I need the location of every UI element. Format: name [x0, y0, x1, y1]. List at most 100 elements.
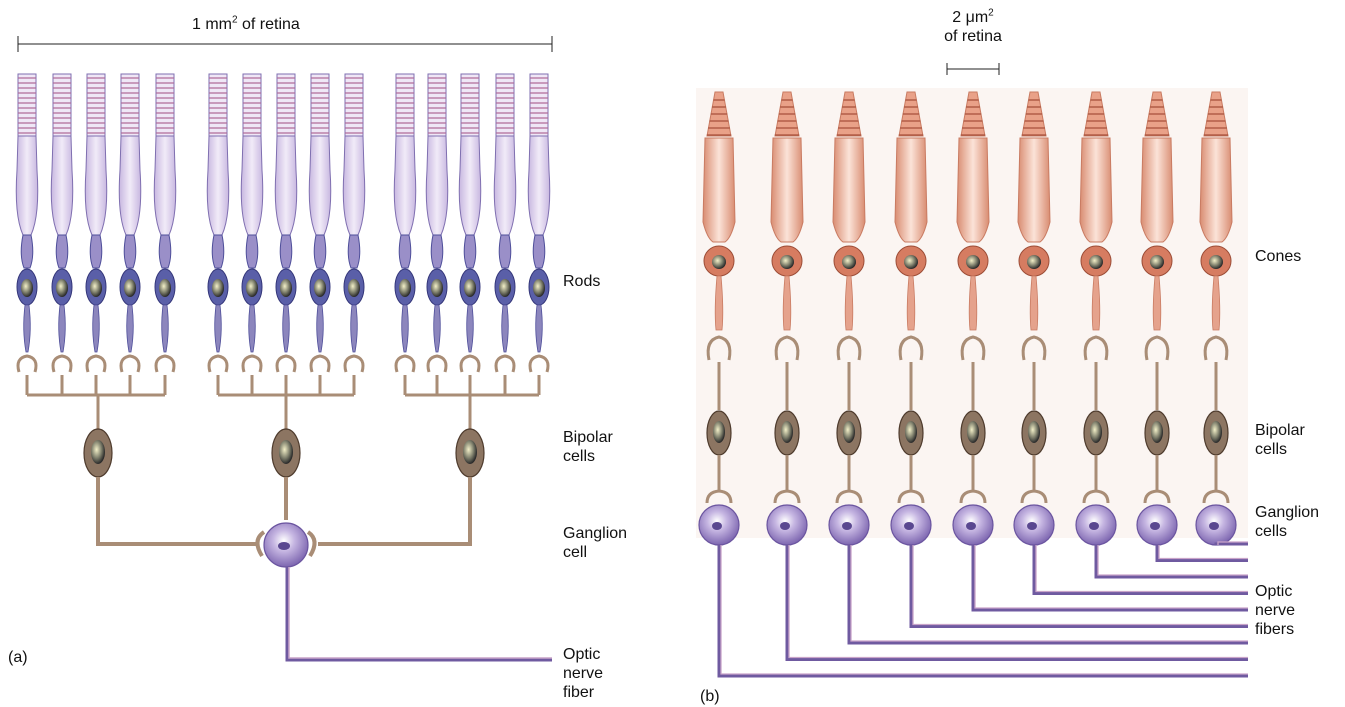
rod-terminal: [156, 356, 174, 372]
rod-terminal: [496, 356, 514, 372]
rod-neck: [348, 235, 360, 268]
panel-b-scale-line2: of retina: [927, 27, 1019, 46]
panel-b-bipolar-line2: cells: [1255, 440, 1305, 459]
panel-a-ganglion-label: Ganglion cell: [563, 524, 627, 562]
rod-inner-segment: [309, 136, 331, 235]
rod-terminal: [87, 356, 105, 372]
optic-nerve-fiber: [287, 567, 552, 660]
rod-inner-segment: [85, 136, 107, 235]
rod-nucleus: [464, 279, 476, 297]
rod-terminal: [461, 356, 479, 372]
panel-b-ganglion-line2: cells: [1255, 522, 1319, 541]
rod-terminal: [277, 356, 295, 372]
ganglion-nucleus: [278, 542, 290, 550]
panel-b-bipolar-label: Bipolar cells: [1255, 421, 1305, 459]
rod-nucleus: [533, 279, 545, 297]
panel-a-optic-label: Optic nerve fiber: [563, 645, 603, 702]
panel-a-scale-text: 1 mm: [192, 16, 232, 33]
optic-nerve-fiber-highlight: [289, 567, 552, 658]
rods-label: Rods: [563, 272, 600, 291]
rod-axon: [93, 305, 100, 352]
panel-b-scale-label: 2 μm2 of retina: [927, 8, 1019, 46]
cone-nucleus: [1209, 255, 1223, 269]
panel-b-bipolar-line1: Bipolar: [1255, 421, 1305, 440]
bipolar-axon-left: [98, 477, 256, 544]
rod-terminal: [530, 356, 548, 372]
cone-axon: [715, 276, 723, 330]
bipolar-nucleus: [967, 421, 979, 443]
ganglion-dendrite-left: [257, 532, 264, 556]
rod-cell: [241, 74, 263, 395]
panel-a-bipolar-line1: Bipolar: [563, 428, 613, 447]
rod-terminal: [53, 356, 71, 372]
rod-cell: [207, 74, 229, 395]
panel-a-bipolar-label: Bipolar cells: [563, 428, 613, 466]
optic-nerve-fiber-highlight: [1036, 545, 1248, 592]
ganglion-nucleus: [1209, 522, 1219, 530]
rod-neck: [431, 235, 443, 268]
rod-inner-segment: [343, 136, 365, 235]
rod-nucleus: [21, 279, 33, 297]
cone-axon: [1092, 276, 1100, 330]
cone-inner-segment: [1200, 138, 1232, 242]
cone-inner-segment: [895, 138, 927, 242]
rod-axon: [249, 305, 256, 352]
rod-cell: [394, 74, 416, 395]
rod-nucleus: [431, 279, 443, 297]
rod-axon: [283, 305, 290, 352]
cone-nucleus: [842, 255, 856, 269]
rod-axon: [536, 305, 543, 352]
rod-neck: [499, 235, 511, 268]
rod-axon: [351, 305, 358, 352]
rod-cell: [309, 74, 331, 395]
rod-axon: [434, 305, 441, 352]
panel-a-rods: [16, 36, 552, 660]
cone-inner-segment: [771, 138, 803, 242]
rod-neck: [399, 235, 411, 268]
panel-a-ganglion-line2: cell: [563, 543, 627, 562]
panel-b-ganglion-label: Ganglion cells: [1255, 503, 1319, 541]
optic-nerve-fiber: [1034, 545, 1248, 594]
panel-a-bipolar-line2: cells: [563, 447, 613, 466]
rod-inner-segment: [459, 136, 481, 235]
rod-cell: [426, 74, 448, 395]
rod-axon: [402, 305, 409, 352]
cone-inner-segment: [703, 138, 735, 242]
panel-b-optic-line2: nerve: [1255, 601, 1295, 620]
bipolar-nucleus: [713, 421, 725, 443]
rod-axon: [162, 305, 169, 352]
rod-neck: [56, 235, 68, 268]
cone-nucleus: [780, 255, 794, 269]
ganglion-nucleus: [904, 522, 914, 530]
ganglion-nucleus: [780, 522, 790, 530]
panel-a-optic-line2: nerve: [563, 664, 603, 683]
rod-neck: [21, 235, 33, 268]
panel-b-optic-line3: fibers: [1255, 620, 1295, 639]
panel-a-optic-line1: Optic: [563, 645, 603, 664]
cone-nucleus: [904, 255, 918, 269]
cone-inner-segment: [1080, 138, 1112, 242]
ganglion-nucleus: [1150, 522, 1160, 530]
bipolar-nucleus: [1028, 421, 1040, 443]
rod-neck: [124, 235, 136, 268]
rod-terminal: [209, 356, 227, 372]
bipolar-nucleus: [279, 440, 293, 464]
cone-nucleus: [966, 255, 980, 269]
rod-cell: [494, 74, 516, 395]
ganglion-nucleus: [712, 522, 722, 530]
optic-nerve-fiber-highlight: [913, 545, 1248, 625]
rod-inner-segment: [275, 136, 297, 235]
bipolar-axon-right: [318, 477, 470, 544]
rod-nucleus: [399, 279, 411, 297]
optic-nerve-fiber: [911, 545, 1248, 627]
rod-nucleus: [90, 279, 102, 297]
rod-neck: [464, 235, 476, 268]
ganglion-nucleus: [1027, 522, 1037, 530]
panel-b-ganglion-line1: Ganglion: [1255, 503, 1319, 522]
rod-inner-segment: [426, 136, 448, 235]
rod-cell: [459, 74, 481, 395]
rod-nucleus: [246, 279, 258, 297]
bipolar-nucleus: [91, 440, 105, 464]
cone-axon: [907, 276, 915, 330]
rod-inner-segment: [528, 136, 550, 235]
